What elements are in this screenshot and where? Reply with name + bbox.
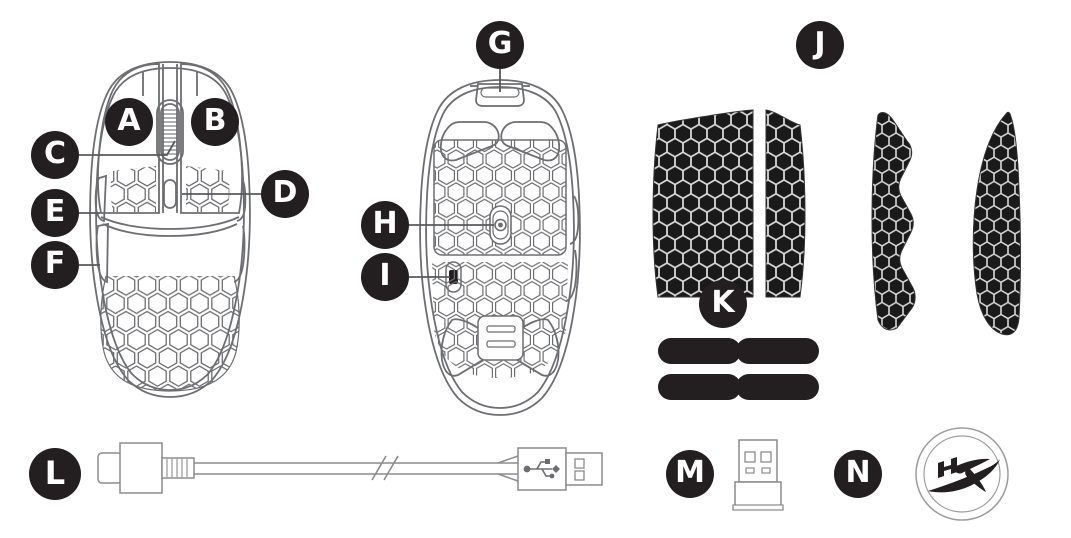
callout-H[interactable]: H bbox=[361, 201, 409, 249]
usb-trident-icon bbox=[523, 459, 560, 479]
callout-K-label: K bbox=[711, 285, 735, 320]
grip-tape-main-pair bbox=[652, 109, 806, 298]
callout-G[interactable]: G bbox=[476, 21, 524, 69]
callout-D-label: D bbox=[272, 175, 298, 210]
callout-B[interactable]: B bbox=[191, 98, 239, 146]
callout-C-label: C bbox=[43, 136, 67, 171]
hyperx-logo bbox=[928, 457, 1000, 493]
usb-charge-cable-artwork bbox=[97, 442, 603, 494]
skate-top-right bbox=[736, 338, 819, 364]
callout-F-label: F bbox=[44, 246, 66, 281]
callout-I[interactable]: I bbox=[361, 253, 409, 301]
callout-A[interactable]: A bbox=[105, 98, 153, 146]
callout-D[interactable]: D bbox=[261, 170, 309, 218]
callout-I-label: I bbox=[379, 258, 391, 293]
callout-J-label: J bbox=[814, 26, 826, 61]
callout-H-label: H bbox=[372, 206, 398, 241]
callout-L-label: L bbox=[44, 454, 66, 492]
callout-N-label: N bbox=[845, 455, 871, 490]
callout-C[interactable]: C bbox=[31, 131, 79, 179]
callout-K[interactable]: K bbox=[699, 280, 747, 328]
callout-B-label: B bbox=[203, 103, 227, 138]
callout-M-label: M bbox=[675, 455, 705, 490]
leader-lines bbox=[79, 69, 501, 278]
callout-E[interactable]: E bbox=[31, 189, 79, 237]
callout-N[interactable]: N bbox=[834, 450, 882, 498]
mouse-bottom-view-artwork bbox=[419, 79, 581, 416]
grip-tape-side-pair bbox=[871, 111, 1021, 336]
callout-E-label: E bbox=[44, 194, 66, 229]
callout-A-label: A bbox=[117, 103, 141, 138]
replacement-skates bbox=[658, 338, 819, 400]
skate-bottom-right bbox=[736, 374, 819, 400]
callout-M[interactable]: M bbox=[666, 450, 714, 498]
callout-F[interactable]: F bbox=[31, 241, 79, 289]
skate-top-left bbox=[658, 338, 741, 364]
callout-G-label: G bbox=[487, 26, 513, 61]
leader-line-C bbox=[79, 140, 176, 156]
usb-wireless-receiver-artwork bbox=[732, 439, 784, 511]
callout-J[interactable]: J bbox=[796, 21, 844, 69]
skate-bottom-left bbox=[658, 374, 741, 400]
callout-L[interactable]: L bbox=[29, 448, 81, 500]
mouse-top-view-artwork bbox=[89, 61, 251, 398]
hyperx-sticker-artwork bbox=[915, 427, 1009, 521]
